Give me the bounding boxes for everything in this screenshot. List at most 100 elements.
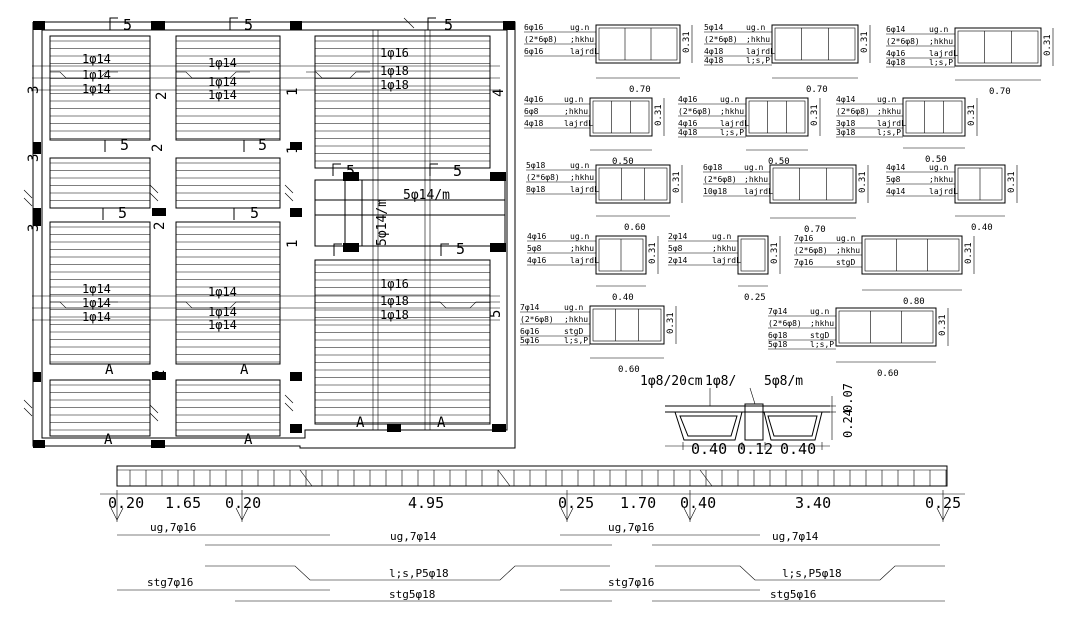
section-tag: ;hkhu — [712, 244, 736, 253]
section-tag: ug.n — [564, 303, 583, 312]
section-width: 0.60 — [624, 223, 646, 233]
section-width: 0.60 — [877, 369, 899, 379]
section-height: 0.31 — [858, 171, 868, 193]
rebar-label: 1φ14 — [82, 82, 111, 96]
side-mark: 1 — [285, 146, 301, 154]
section-tag: ug.n — [877, 95, 896, 104]
side-mark: 2 — [150, 144, 166, 152]
section-tag: ;hkhu — [929, 175, 953, 184]
section-rebar-label: 7φ14 — [768, 307, 787, 316]
section-tag: lajrdL — [746, 47, 775, 56]
slab-detail-label: 5φ8/m — [764, 374, 803, 389]
section-tag: ;hkhu — [720, 107, 744, 116]
section-rebar-label: 5φ16 — [520, 336, 539, 345]
section-width: 0.50 — [612, 157, 634, 167]
beam-bar-label: l;s,P5φ18 — [782, 567, 842, 580]
slab-panel — [49, 35, 151, 141]
section-rebar-label: 5φ14 — [704, 23, 723, 32]
section-rebar-label: 7φ16 — [794, 234, 813, 243]
section-rebar-label: (2*6φ8) — [768, 319, 802, 328]
section-mark: 5 — [444, 16, 453, 34]
section-mark: 5 — [346, 162, 355, 180]
slab-detail: 1φ8/20cm 1φ8/ 5φ8/m 0.40 0.12 0.40 0.07 … — [640, 374, 855, 458]
section-tag: l;s,P — [720, 128, 744, 137]
beam-span-dim: 1.65 — [165, 494, 201, 512]
section-rebar-label: 7φ16 — [794, 258, 813, 267]
side-mark: 2 — [154, 92, 170, 100]
rebar-label: 1φ14 — [208, 318, 237, 332]
section-rebar-label: 4φ14 — [886, 187, 905, 196]
floor-plan: 5 5 5 5 5 5 5 5 5 5 3 2 1 4 3 2 1 2 3 2 … — [23, 16, 516, 449]
slab-note: 5φ14/m — [403, 188, 450, 203]
axis-label: A — [356, 415, 365, 431]
slab-panel — [49, 157, 151, 209]
section-rebar-label: 7φ14 — [520, 303, 539, 312]
section-rebar-label: (2*6φ8) — [520, 315, 554, 324]
section-height: 0.31 — [1043, 34, 1053, 56]
beam-span-dim: 0.40 — [680, 494, 716, 512]
section-tag: ug.n — [746, 23, 765, 32]
section-rebar-label: 3φ18 — [836, 119, 855, 128]
section-rebar-label: 5φ18 — [526, 161, 545, 170]
slab-detail-dim: 0.40 — [691, 440, 727, 458]
slab-note: 5φ14/m — [375, 199, 390, 246]
section-height: 0.31 — [654, 104, 664, 126]
rebar-label: 1φ18 — [380, 294, 409, 308]
section-tag: stgD — [836, 258, 855, 267]
section-rebar-label: (2*6φ8) — [524, 35, 558, 44]
section-mark: 5 — [453, 162, 462, 180]
section-width: 0.70 — [629, 85, 651, 95]
section-height: 0.31 — [810, 104, 820, 126]
section-tag: ug.n — [570, 161, 589, 170]
section-tag: lajrdL — [929, 49, 958, 58]
rebar-label: 1φ18 — [380, 308, 409, 322]
side-mark: 3 — [26, 154, 42, 162]
beam-bar-label: stg5φ16 — [770, 588, 816, 601]
section-rebar-label: (2*6φ8) — [703, 175, 737, 184]
beam-bar-label: stg7φ16 — [608, 576, 654, 589]
section-rebar-label: 6φ8 — [524, 107, 539, 116]
section-tag: ug.n — [570, 232, 589, 241]
section-width: 0.40 — [971, 223, 993, 233]
slab-panel — [314, 35, 491, 169]
section-tag: lajrdL — [929, 187, 958, 196]
section-tag: ug.n — [929, 25, 948, 34]
section-height: 0.31 — [860, 31, 870, 53]
section-rebar-label: 2φ14 — [668, 256, 687, 265]
beam-span-dim: 1.70 — [620, 494, 656, 512]
slab-panel — [175, 221, 281, 365]
section-tag: l;s,P — [810, 340, 834, 349]
section-rebar-label: 4φ16 — [886, 49, 905, 58]
slab-detail-height: 0.07 — [841, 383, 855, 412]
section-tag: ;hkhu — [564, 315, 588, 324]
rebar-label: 1φ14 — [82, 282, 111, 296]
section-tag: lajrdL — [570, 47, 599, 56]
beam-bar-label: ug,7φ14 — [390, 530, 437, 543]
side-mark: 2 — [152, 222, 168, 230]
rebar-label: 1φ14 — [208, 88, 237, 102]
section-tag: lajrdL — [720, 119, 749, 128]
section-height: 0.31 — [666, 312, 676, 334]
beam-span-dim: 0.20 — [108, 494, 144, 512]
section-tag: l;s,P — [929, 58, 953, 67]
section-height: 0.31 — [967, 104, 977, 126]
section-tag: ug.n — [744, 163, 763, 172]
section-tag: lajrdL — [570, 256, 599, 265]
section-width: 0.60 — [618, 365, 640, 375]
side-mark: 1 — [285, 88, 301, 96]
axis-label: A — [240, 362, 249, 378]
section-rebar-label: 4φ16 — [524, 95, 543, 104]
section-height: 0.31 — [1007, 171, 1017, 193]
section-tag: ;hkhu — [877, 107, 901, 116]
section-width: 0.25 — [744, 293, 766, 303]
